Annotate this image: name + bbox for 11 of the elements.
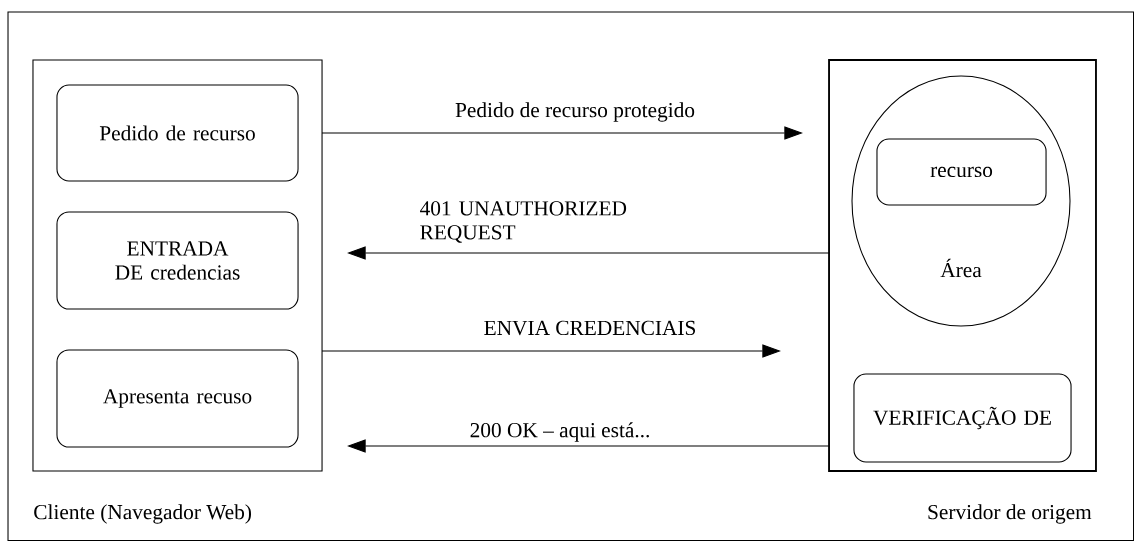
edge-label: 200 OK – aqui está... <box>470 422 649 442</box>
process-box: Pedido de recurso <box>56 84 299 182</box>
edge-label: ENVIA CREDENCIAIS <box>484 320 696 336</box>
process-box: ENTRADA DE credencias <box>56 211 299 310</box>
edge-label: Pedido de recurso protegido <box>455 102 695 122</box>
process-box: VERIFICAÇÃO DE <box>853 373 1072 463</box>
node-label: Servidor de origem <box>928 504 1092 524</box>
process-box: recurso <box>876 138 1047 206</box>
edge-label: 401 UNAUTHORIZED REQUEST <box>420 201 627 243</box>
node-label: Cliente (Navegador Web) <box>34 504 252 524</box>
process-box: Apresenta recuso <box>56 349 299 448</box>
